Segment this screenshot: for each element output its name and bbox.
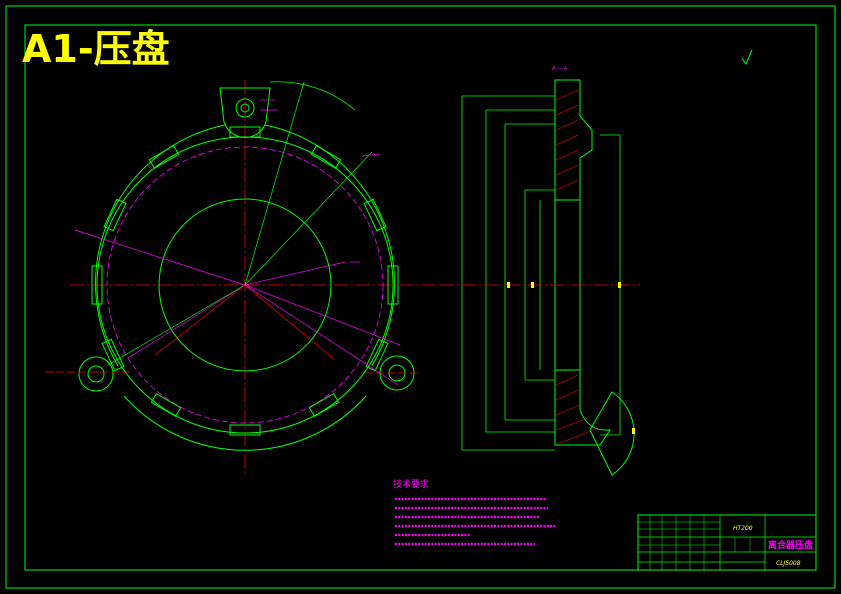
notes-heading: 技术要求 (393, 478, 429, 490)
section-view: A — A (440, 66, 640, 476)
section-profile (554, 79, 611, 446)
surface-finish-symbol (741, 49, 753, 66)
outer-contour (95, 124, 395, 451)
section-hatch (555, 89, 599, 444)
section-label: A — A (552, 66, 568, 72)
section-markers (507, 282, 635, 434)
technical-notes: 技术要求 (393, 478, 555, 546)
title-block-drawing-number: CLJ5008 (776, 560, 801, 567)
front-view (45, 80, 435, 475)
radial-lines-green (107, 81, 373, 366)
angle-dimension (269, 81, 356, 111)
sheet-title: A1-压盘 (22, 27, 170, 71)
section-dimension-lines (461, 95, 621, 451)
radial-lines (74, 229, 401, 386)
title-block-code: HT200 (733, 525, 753, 532)
outer-frame (5, 5, 836, 589)
bolt-circle (106, 146, 384, 424)
red-leaders (154, 284, 336, 361)
right-lug (365, 355, 420, 391)
detail-view (589, 391, 635, 476)
ring-slots (91, 126, 399, 436)
title-block: HT200 离合器压盘 CLJ5008 (637, 514, 817, 571)
title-block-part-name: 离合器压盘 (768, 539, 813, 551)
bore-circle (158, 198, 332, 372)
left-lug (45, 356, 130, 392)
inner-frame (24, 24, 817, 571)
dimension-marks (260, 99, 381, 263)
